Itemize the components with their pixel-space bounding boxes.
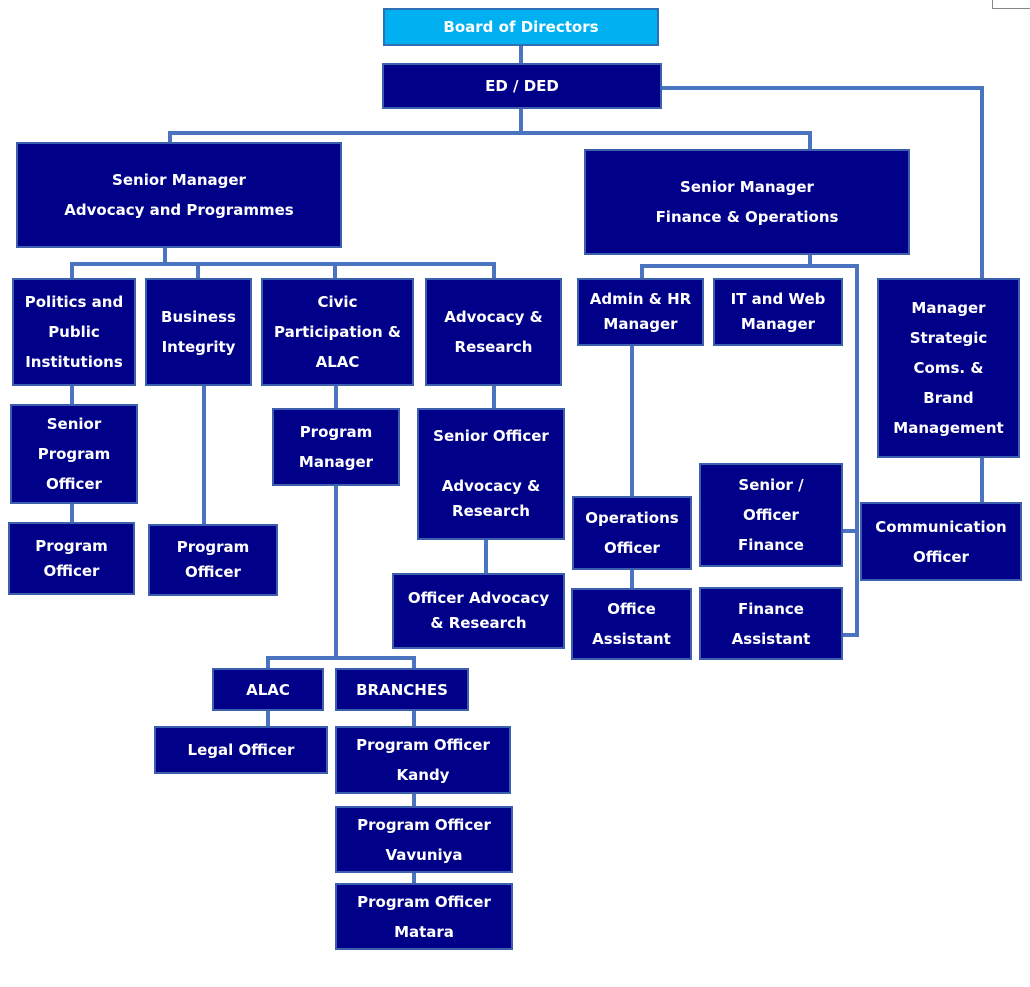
org-node-label: ALAC	[246, 680, 290, 699]
org-node-branches: BRANCHES	[335, 668, 469, 711]
org-node-board: Board of Directors	[383, 8, 659, 46]
org-node-office-asst: Office Assistant	[571, 588, 692, 660]
org-node-business: Business Integrity	[145, 278, 252, 386]
org-node-label: Admin & HR Manager	[589, 290, 692, 333]
org-node-civic: Civic Participation & ALAC	[261, 278, 414, 386]
org-node-label: Senior Manager Finance & Operations	[655, 178, 839, 226]
org-node-label: Program Officer	[35, 536, 108, 580]
org-node-label: BRANCHES	[356, 680, 448, 699]
org-node-alac: ALAC	[212, 668, 324, 711]
org-node-po1: Program Officer	[8, 522, 135, 595]
org-node-label: Office Assistant	[592, 600, 671, 648]
org-node-label: Senior Program Officer	[37, 415, 111, 493]
org-node-label: Politics and Public Institutions	[24, 293, 124, 371]
org-node-adv-res: Advocacy & Research	[425, 278, 562, 386]
org-node-label: Program Officer	[176, 538, 250, 581]
org-node-label: Program Officer Vavuniya	[357, 815, 491, 864]
org-node-spo: Senior Program Officer	[10, 404, 138, 504]
org-node-fin-asst: Finance Assistant	[699, 587, 843, 660]
org-node-mgr-strat: Manager Strategic Coms. & Brand Manageme…	[877, 278, 1020, 458]
org-node-label: IT and Web Manager	[730, 290, 826, 333]
org-node-label: Senior Officer Advocacy & Research	[433, 427, 549, 520]
org-node-prog-mgr: Program Manager	[272, 408, 400, 486]
org-node-po-vavuniya: Program Officer Vavuniya	[335, 806, 513, 873]
org-node-label: Advocacy & Research	[444, 308, 543, 356]
org-node-label: Officer Advocacy & Research	[407, 589, 550, 632]
window-corner-fragment	[992, 0, 1030, 9]
org-node-po-kandy: Program Officer Kandy	[335, 726, 511, 794]
org-node-po2: Program Officer	[148, 524, 278, 596]
org-node-label: Senior / Officer Finance	[738, 476, 804, 554]
org-node-officer-adv: Officer Advocacy & Research	[392, 573, 565, 649]
org-node-label: Program Officer Matara	[357, 892, 491, 941]
org-node-label: Operations Officer	[585, 509, 679, 557]
org-node-label: Business Integrity	[161, 308, 236, 356]
org-node-po-matara: Program Officer Matara	[335, 883, 513, 950]
org-node-ops-officer: Operations Officer	[572, 496, 692, 570]
org-node-it-web: IT and Web Manager	[713, 278, 843, 346]
org-node-label: Senior Manager Advocacy and Programmes	[64, 171, 294, 219]
org-node-admin-hr: Admin & HR Manager	[577, 278, 704, 346]
org-node-ed: ED / DED	[382, 63, 662, 109]
org-node-label: Finance Assistant	[731, 599, 811, 648]
org-node-label: ED / DED	[485, 77, 559, 95]
org-node-label: Manager Strategic Coms. & Brand Manageme…	[893, 299, 1004, 437]
org-node-label: Legal Officer	[187, 741, 295, 759]
org-node-legal: Legal Officer	[154, 726, 328, 774]
org-node-sm-fin: Senior Manager Finance & Operations	[584, 149, 910, 255]
org-node-sm-adv: Senior Manager Advocacy and Programmes	[16, 142, 342, 248]
org-node-comm-officer: Communication Officer	[860, 502, 1022, 581]
org-node-so-adv: Senior Officer Advocacy & Research	[417, 408, 565, 540]
org-node-label: Civic Participation & ALAC	[274, 293, 401, 371]
org-node-politics: Politics and Public Institutions	[12, 278, 136, 386]
org-node-label: Program Officer Kandy	[356, 736, 490, 784]
org-node-label: Board of Directors	[443, 18, 599, 36]
org-node-snr-finance: Senior / Officer Finance	[699, 463, 843, 567]
org-node-label: Program Manager	[298, 423, 374, 471]
org-node-label: Communication Officer	[875, 517, 1007, 566]
